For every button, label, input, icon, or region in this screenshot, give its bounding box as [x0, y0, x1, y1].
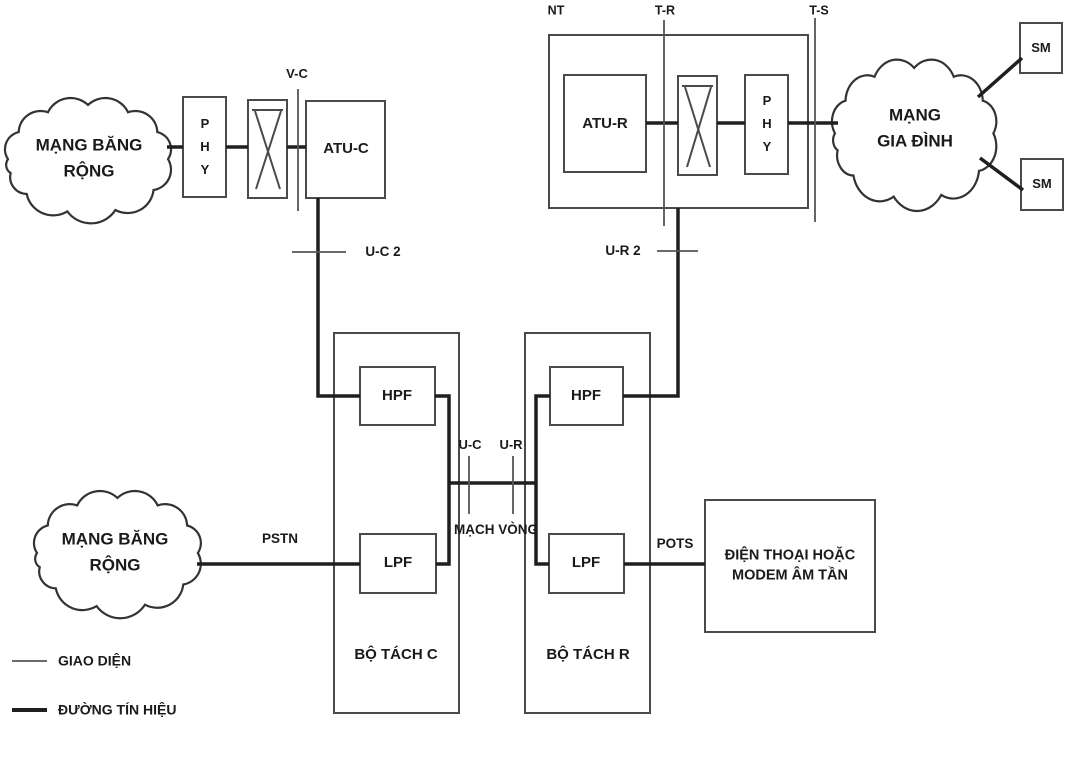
nt-label: NT	[547, 3, 565, 18]
broadband-cloud-top-line1: MẠNG BĂNG	[35, 135, 143, 155]
atu-c-box	[305, 100, 386, 199]
atu-r-label: ATU-R	[582, 115, 628, 132]
home-network-cloud-line1: MẠNG	[889, 105, 941, 125]
hpfr-lpfr-bus-line	[534, 394, 550, 566]
hpf-c-label: HPF	[382, 387, 412, 404]
lpf-r-box	[548, 533, 625, 594]
t-r-interface-label: T-R	[654, 3, 676, 18]
atu-c-label: ATU-C	[323, 140, 369, 157]
cloud-to-sm-top-line	[976, 56, 1024, 99]
u-r2-interface-label: U-R 2	[605, 242, 641, 258]
phone-box-label: ĐIỆN THOẠI HOẶC MODEM ÂM TẦN	[725, 546, 856, 587]
phy-right-label: P H Y	[762, 92, 772, 154]
phone-box-line2: MODEM ÂM TẦN	[732, 568, 848, 584]
u-c-interface-label: U-C	[458, 437, 482, 453]
legend-interface-label: GIAO DIỆN	[58, 652, 132, 669]
home-network-cloud-label: MẠNG GIA ĐÌNH	[877, 103, 953, 154]
cloud-to-sm-bottom-line	[978, 156, 1025, 192]
hpf-r-label: HPF	[571, 387, 601, 404]
u-r-interface-label: U-R	[499, 437, 523, 453]
sm-top-box	[1019, 22, 1063, 74]
t-s-interface-label: T-S	[809, 3, 829, 18]
broadband-cloud-top-shape	[5, 98, 171, 223]
sm-top-label: SM	[1031, 40, 1051, 56]
broadband-cloud-top-label: MẠNG BĂNG RỘNG	[36, 133, 143, 184]
atuc-to-hpfc-line	[316, 198, 360, 398]
loop-label: MẠCH VÒNG	[454, 521, 538, 537]
interface-lines	[12, 18, 816, 662]
component-boxes	[182, 22, 1064, 594]
phone-box	[704, 499, 876, 633]
splitter-c-label: BỘ TÁCH C	[354, 646, 438, 663]
cloud-shapes	[5, 60, 996, 619]
hpfc-lpfc-bus-line	[435, 394, 451, 566]
v-c-interface-label: V-C	[286, 66, 308, 82]
broadband-cloud-bottom-line2: RỘNG	[89, 555, 141, 574]
lpf-c-box	[359, 533, 437, 594]
legend-signal-label: ĐƯỜNG TÍN HIỆU	[58, 701, 177, 718]
broadband-cloud-bottom-shape	[34, 491, 201, 618]
pots-label: POTS	[656, 535, 694, 551]
phone-box-line1: ĐIỆN THOẠI HOẶC	[724, 547, 856, 564]
pstn-label: PSTN	[261, 530, 299, 546]
lpf-c-label: LPF	[383, 554, 413, 571]
sm-bottom-label: SM	[1032, 176, 1052, 192]
phy-left-label: P H Y	[200, 115, 210, 177]
home-network-cloud-line2: GIA ĐÌNH	[877, 131, 953, 150]
hpf-r-box	[549, 366, 624, 426]
nt-to-hpfr-line	[623, 208, 680, 398]
home-network-cloud-shape	[832, 60, 996, 211]
broadband-cloud-bottom-label: MẠNG BĂNG RỘNG	[62, 527, 169, 578]
crossbar-right-box	[677, 75, 718, 176]
atu-r-box	[563, 74, 647, 173]
signal-lines	[12, 56, 1025, 712]
splitter-r-label: BỘ TÁCH R	[546, 646, 630, 663]
crossbar-right-icon	[682, 85, 713, 168]
u-c2-interface-label: U-C 2	[365, 243, 401, 259]
lpf-r-label: LPF	[571, 554, 601, 571]
sm-bottom-box	[1020, 158, 1064, 211]
broadband-cloud-top-line2: RỘNG	[63, 161, 115, 180]
crossbar-left-icon	[252, 109, 283, 190]
broadband-cloud-bottom-line1: MẠNG BĂNG	[61, 529, 169, 549]
